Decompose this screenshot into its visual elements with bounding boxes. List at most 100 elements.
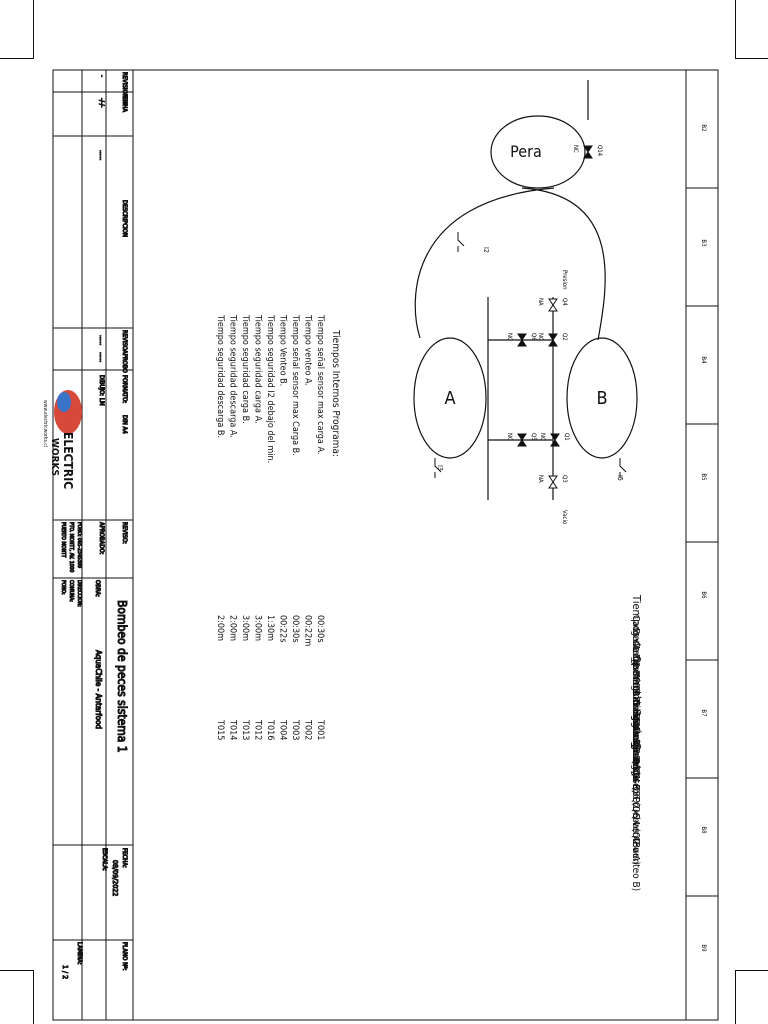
- internal-row-time: 3:00m: [240, 615, 250, 641]
- title-block-text: OBRA:: [94, 580, 101, 597]
- switch-i3-icon: [434, 458, 442, 478]
- valve-icon: [517, 433, 527, 447]
- valve-map-line: Descarga A: Q4-Q6 (Q6 venteo A): [630, 713, 641, 865]
- tank-a-label: A: [444, 388, 455, 409]
- logo-accent-icon: [57, 392, 71, 412]
- title-block-text: DIRECCION:: [76, 580, 82, 607]
- title-block-text: FONO: 065-2345399: [76, 522, 82, 568]
- internal-row-time: 1:30m: [265, 615, 275, 641]
- title-block-text: LAMINA:: [76, 942, 83, 965]
- crop-mark: [33, 970, 34, 1024]
- internal-title: Tiempos Internos Programa:: [330, 329, 341, 457]
- ruler-label: B4: [700, 356, 707, 364]
- pipe-pera-a: [414, 187, 555, 339]
- ruler-label: B2: [700, 124, 707, 131]
- title-block-text: ......: [98, 150, 105, 161]
- valve-type: NC: [506, 433, 513, 441]
- ruler-label: B3: [700, 239, 707, 246]
- valve-icon: [548, 333, 558, 347]
- internal-row-label: Tiempo Venteo B.: [278, 314, 288, 386]
- title-block-text: LM: [98, 398, 105, 406]
- title-block-text: REVISION Nº: [121, 72, 128, 106]
- title-block-text: COMUNA:: [68, 580, 74, 602]
- internal-times: Tiempos Internos Programa: Tiempo señal s…: [215, 314, 341, 740]
- valve-tag: Q2: [561, 333, 568, 341]
- internal-row-timer: T016: [265, 719, 275, 740]
- valve-type: NC: [572, 145, 579, 153]
- operation-title: Tiempos de Operación Según Pruebas:: [630, 594, 643, 787]
- valve-tag: Q4: [561, 298, 568, 306]
- switch-i2-label: I2: [482, 247, 490, 253]
- tank-a: [413, 337, 487, 459]
- valve-map-line: Carga B: Q1-Q3: [630, 726, 641, 797]
- title-block-text: FECHA: [121, 94, 128, 112]
- outer-frame: [52, 69, 719, 1021]
- internal-row-time: 00:30s: [315, 615, 325, 643]
- switch-i5-icon: [619, 458, 627, 478]
- switch-i2-icon: [457, 232, 465, 252]
- valve-tag: Q6: [530, 333, 537, 341]
- internal-row-time: 00:22s: [278, 615, 288, 643]
- internal-row-timer: T014: [228, 719, 238, 740]
- title-block-text: PLANO Nº:: [121, 942, 128, 971]
- title-block-text: 1 / 2: [61, 965, 69, 979]
- presion-label: Presion: [561, 270, 568, 290]
- title-block-text: PTO. MONTT, AV. 1000: [68, 522, 74, 572]
- switch-i3-label: I3: [436, 465, 444, 471]
- title-block-text: 08/09/2022: [111, 860, 119, 896]
- internal-row-label: Tiempo seguridad descarga A.: [228, 314, 238, 438]
- valve-q2: Q2 NC: [537, 333, 568, 347]
- vacio-label: Vacio: [561, 510, 568, 525]
- schematic: [413, 80, 638, 500]
- operation-line: Carga A: 02 min 08 seg.: [630, 615, 641, 724]
- valve-icon: [548, 298, 558, 312]
- internal-row-label: Tiempo venteo A.: [303, 314, 313, 386]
- internal-row-time: 2:00m: [228, 615, 238, 641]
- ruler-label: B9: [700, 944, 707, 952]
- title-block-text: APROBO: [121, 350, 128, 373]
- logo: ELECTRIC WORKS www.electricworks.cl: [42, 390, 82, 489]
- valve-icon: [548, 475, 558, 489]
- title-block-text: APROBADO:: [98, 522, 105, 555]
- internal-row-timer: T003: [290, 719, 300, 740]
- crop-mark: [0, 58, 34, 59]
- internal-row-label: Tiempo señal sensor max carga A.: [315, 314, 325, 454]
- title-block-text: Bombeo de peces sistema 1: [115, 600, 129, 753]
- valve-type: NA: [537, 475, 544, 483]
- ruler-label: B7: [700, 709, 707, 716]
- valve-type: NC: [537, 333, 544, 341]
- valve-type: NC: [506, 333, 513, 341]
- title-block-text: ......: [98, 335, 105, 346]
- valve-icon: [550, 433, 560, 447]
- ruler-label: B6: [700, 591, 707, 599]
- logo-line2: WORKS: [49, 438, 60, 476]
- title-block-text: DIN A4: [121, 415, 128, 434]
- internal-row-label: Tiempo seguridad I2 debajo del min.: [265, 314, 275, 463]
- title-block-lines: REVISION NºFECHADESCRIPCIONREVISOAPROBO-…: [53, 72, 133, 980]
- title-block-text: ESCALA:: [101, 848, 108, 871]
- internal-row-timer: T004: [278, 719, 288, 740]
- valve-q6: Q6 NC: [506, 333, 537, 347]
- internal-row-timer: T015: [215, 719, 225, 740]
- logo-line1: ELECTRIC: [61, 432, 75, 489]
- crop-mark: [33, 0, 34, 58]
- crop-mark: [735, 970, 768, 971]
- valve-icon: [583, 145, 593, 159]
- pipe-pera-b: [521, 187, 606, 341]
- valve-tag: Q1: [563, 433, 570, 441]
- operation-line: Descarga A: 01 min 34 seg.: [630, 628, 641, 752]
- ruler-label: B5: [700, 473, 707, 480]
- internal-row-time: 00:22m: [303, 615, 313, 646]
- internal-row-label: Tiempo seguridad carga B.: [240, 314, 250, 424]
- internal-row-label: Tiempo seguridad carga A.: [253, 314, 263, 424]
- title-block-text: REVISO: [121, 330, 128, 350]
- internal-row-timer: T002: [303, 719, 313, 740]
- ruler-label: B8: [700, 826, 707, 834]
- tank-pera-label: Pera: [510, 142, 542, 161]
